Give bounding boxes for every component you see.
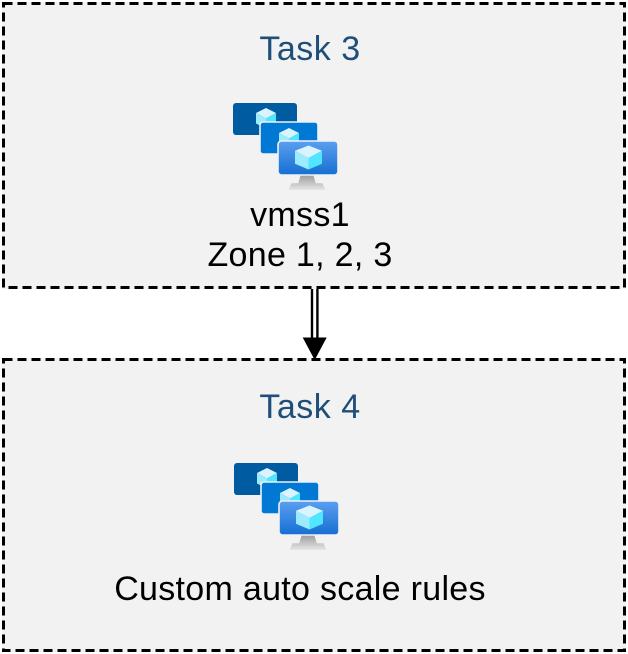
task3-box: Task 3 vmss1 Zone 1, 2, 3	[2, 2, 626, 289]
vm-scale-sets-icon	[233, 102, 338, 190]
task4-labels: Custom auto scale rules	[5, 569, 595, 609]
down-arrow-icon	[302, 289, 327, 360]
vmss-name-label: vmss1	[250, 196, 350, 234]
task4-title: Task 4	[259, 388, 361, 426]
autoscale-rules-label: Custom auto scale rules	[114, 570, 486, 608]
task4-box: Task 4 Custom auto scale rules	[2, 358, 626, 652]
task3-labels: vmss1 Zone 1, 2, 3	[5, 195, 595, 275]
vmss-zones-label: Zone 1, 2, 3	[207, 236, 393, 274]
vm-scale-sets-icon	[234, 462, 339, 550]
task3-title: Task 3	[259, 30, 361, 68]
